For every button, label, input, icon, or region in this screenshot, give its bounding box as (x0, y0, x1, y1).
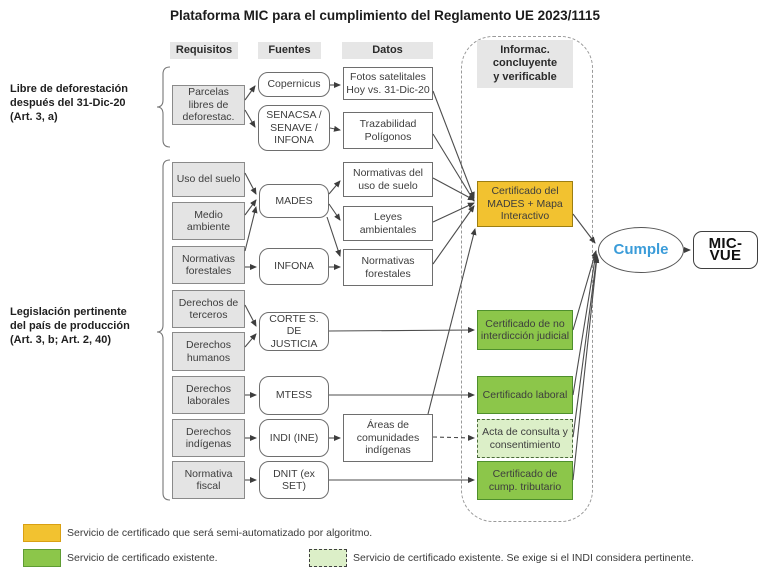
data-trazabilidad-poligonos: Trazabilidad Polígonos (343, 112, 433, 149)
data-areas-comunidades-indigenas: Áreas de comunidades indígenas (343, 414, 433, 462)
green-swatch (23, 549, 61, 567)
certificate-cumplimiento-tributario: Certificado de cump. tributario (477, 461, 573, 500)
column-header-informacion-concluyente: Informac. concluyente y verificable (477, 40, 573, 88)
source-senacsa-senave-infona: SENACSA / SENAVE / INFONA (258, 105, 330, 151)
legend-text-light-green: Servicio de certificado existente. Se ex… (353, 552, 694, 564)
certificate-no-interdiccion-judicial: Certificado de no interdicción judicial (477, 310, 573, 350)
source-mtess: MTESS (259, 376, 329, 415)
source-mades: MADES (259, 184, 329, 218)
box-derechos-de-terceros: Derechos de terceros (172, 290, 245, 328)
group-label-deforestacion: Libre de deforestación después del 31-Di… (10, 83, 128, 123)
box-normativas-forestales-req: Normativas forestales (172, 246, 245, 284)
box-derechos-indigenas: Derechos indígenas (172, 419, 245, 457)
box-normativa-fiscal: Normativa fiscal (172, 461, 245, 499)
certificate-acta-consulta-consentimiento: Acta de consulta y consentimiento (477, 419, 573, 458)
source-dnit-ex-set: DNIT (ex SET) (259, 461, 329, 499)
box-parcelas-libres-deforestacion: Parcelas libres de deforestac. (172, 85, 245, 125)
column-header-datos: Datos (342, 42, 433, 59)
light-green-dashed-swatch (309, 549, 347, 567)
group-label-legislacion: Legislación pertinente del país de produ… (10, 306, 130, 346)
box-derechos-humanos: Derechos humanos (172, 332, 245, 371)
source-indi-ine: INDI (INE) (259, 419, 329, 457)
data-normativas-uso-suelo: Normativas del uso de suelo (343, 162, 433, 197)
data-leyes-ambientales: Leyes ambientales (343, 206, 433, 241)
cumple-ellipse: Cumple (598, 227, 684, 273)
legend-text-green: Servicio de certificado existente. (67, 552, 218, 564)
yellow-swatch (23, 524, 61, 542)
certificate-mades-mapa-interactivo: Certificado del MADES + Mapa Interactivo (477, 181, 573, 227)
column-header-fuentes: Fuentes (258, 42, 321, 59)
certificate-laboral: Certificado laboral (477, 376, 573, 414)
data-fotos-satelitales: Fotos satelitales Hoy vs. 31-Dic-20 (343, 67, 433, 100)
diagram-title: Plataforma MIC para el cumplimiento del … (170, 8, 600, 23)
source-infona: INFONA (259, 248, 329, 285)
box-uso-del-suelo: Uso del suelo (172, 162, 245, 197)
data-normativas-forestales: Normativas forestales (343, 249, 433, 286)
source-corte-suprema-justicia: CORTE S. DE JUSTICIA (259, 312, 329, 351)
box-derechos-laborales: Derechos laborales (172, 376, 245, 414)
mic-vue-box: MIC-VUE (693, 231, 758, 269)
box-medio-ambiente: Medio ambiente (172, 202, 245, 240)
source-copernicus: Copernicus (258, 72, 330, 97)
legend-text-yellow: Servicio de certificado que será semi-au… (67, 527, 373, 539)
column-header-requisitos: Requisitos (170, 42, 238, 59)
